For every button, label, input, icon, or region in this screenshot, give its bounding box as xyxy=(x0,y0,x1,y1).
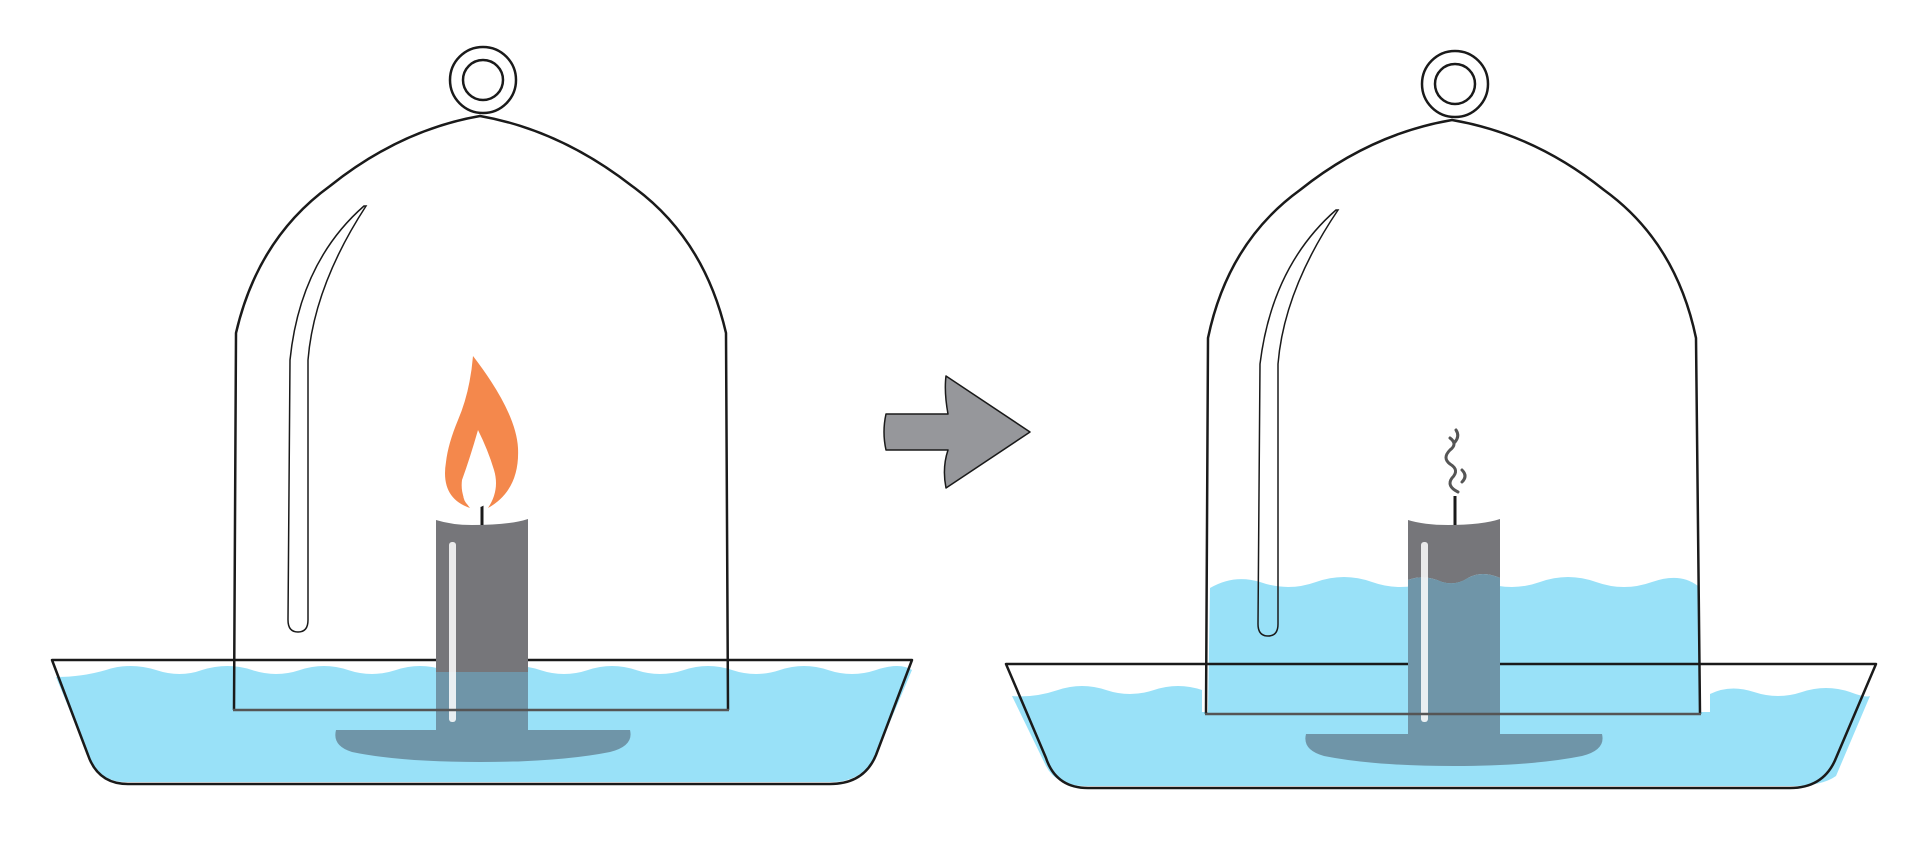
bell-jar-outline xyxy=(1204,118,1702,715)
candle-highlight xyxy=(1421,542,1428,722)
dish-outline xyxy=(1004,662,1878,790)
panel-before xyxy=(50,45,914,786)
right-arrow-icon xyxy=(883,375,1031,489)
smoke-icon xyxy=(1444,428,1467,494)
bell-jar-highlight xyxy=(287,205,368,633)
bell-jar-knob xyxy=(1420,49,1490,119)
bell-jar-highlight xyxy=(1257,209,1340,637)
candle-body xyxy=(436,519,528,672)
dish-outline xyxy=(50,658,914,786)
bell-jar-outline xyxy=(232,114,730,711)
candle-body xyxy=(1408,519,1500,584)
panel-after xyxy=(1004,49,1878,790)
flame-icon xyxy=(445,356,519,508)
candle-submerged xyxy=(1408,574,1500,736)
candle-holder xyxy=(1305,734,1603,766)
bell-jar xyxy=(1204,49,1702,716)
bell-jar xyxy=(232,45,730,712)
candle-highlight xyxy=(449,542,456,722)
candle-holder xyxy=(335,730,631,762)
bell-jar-knob xyxy=(448,45,518,115)
